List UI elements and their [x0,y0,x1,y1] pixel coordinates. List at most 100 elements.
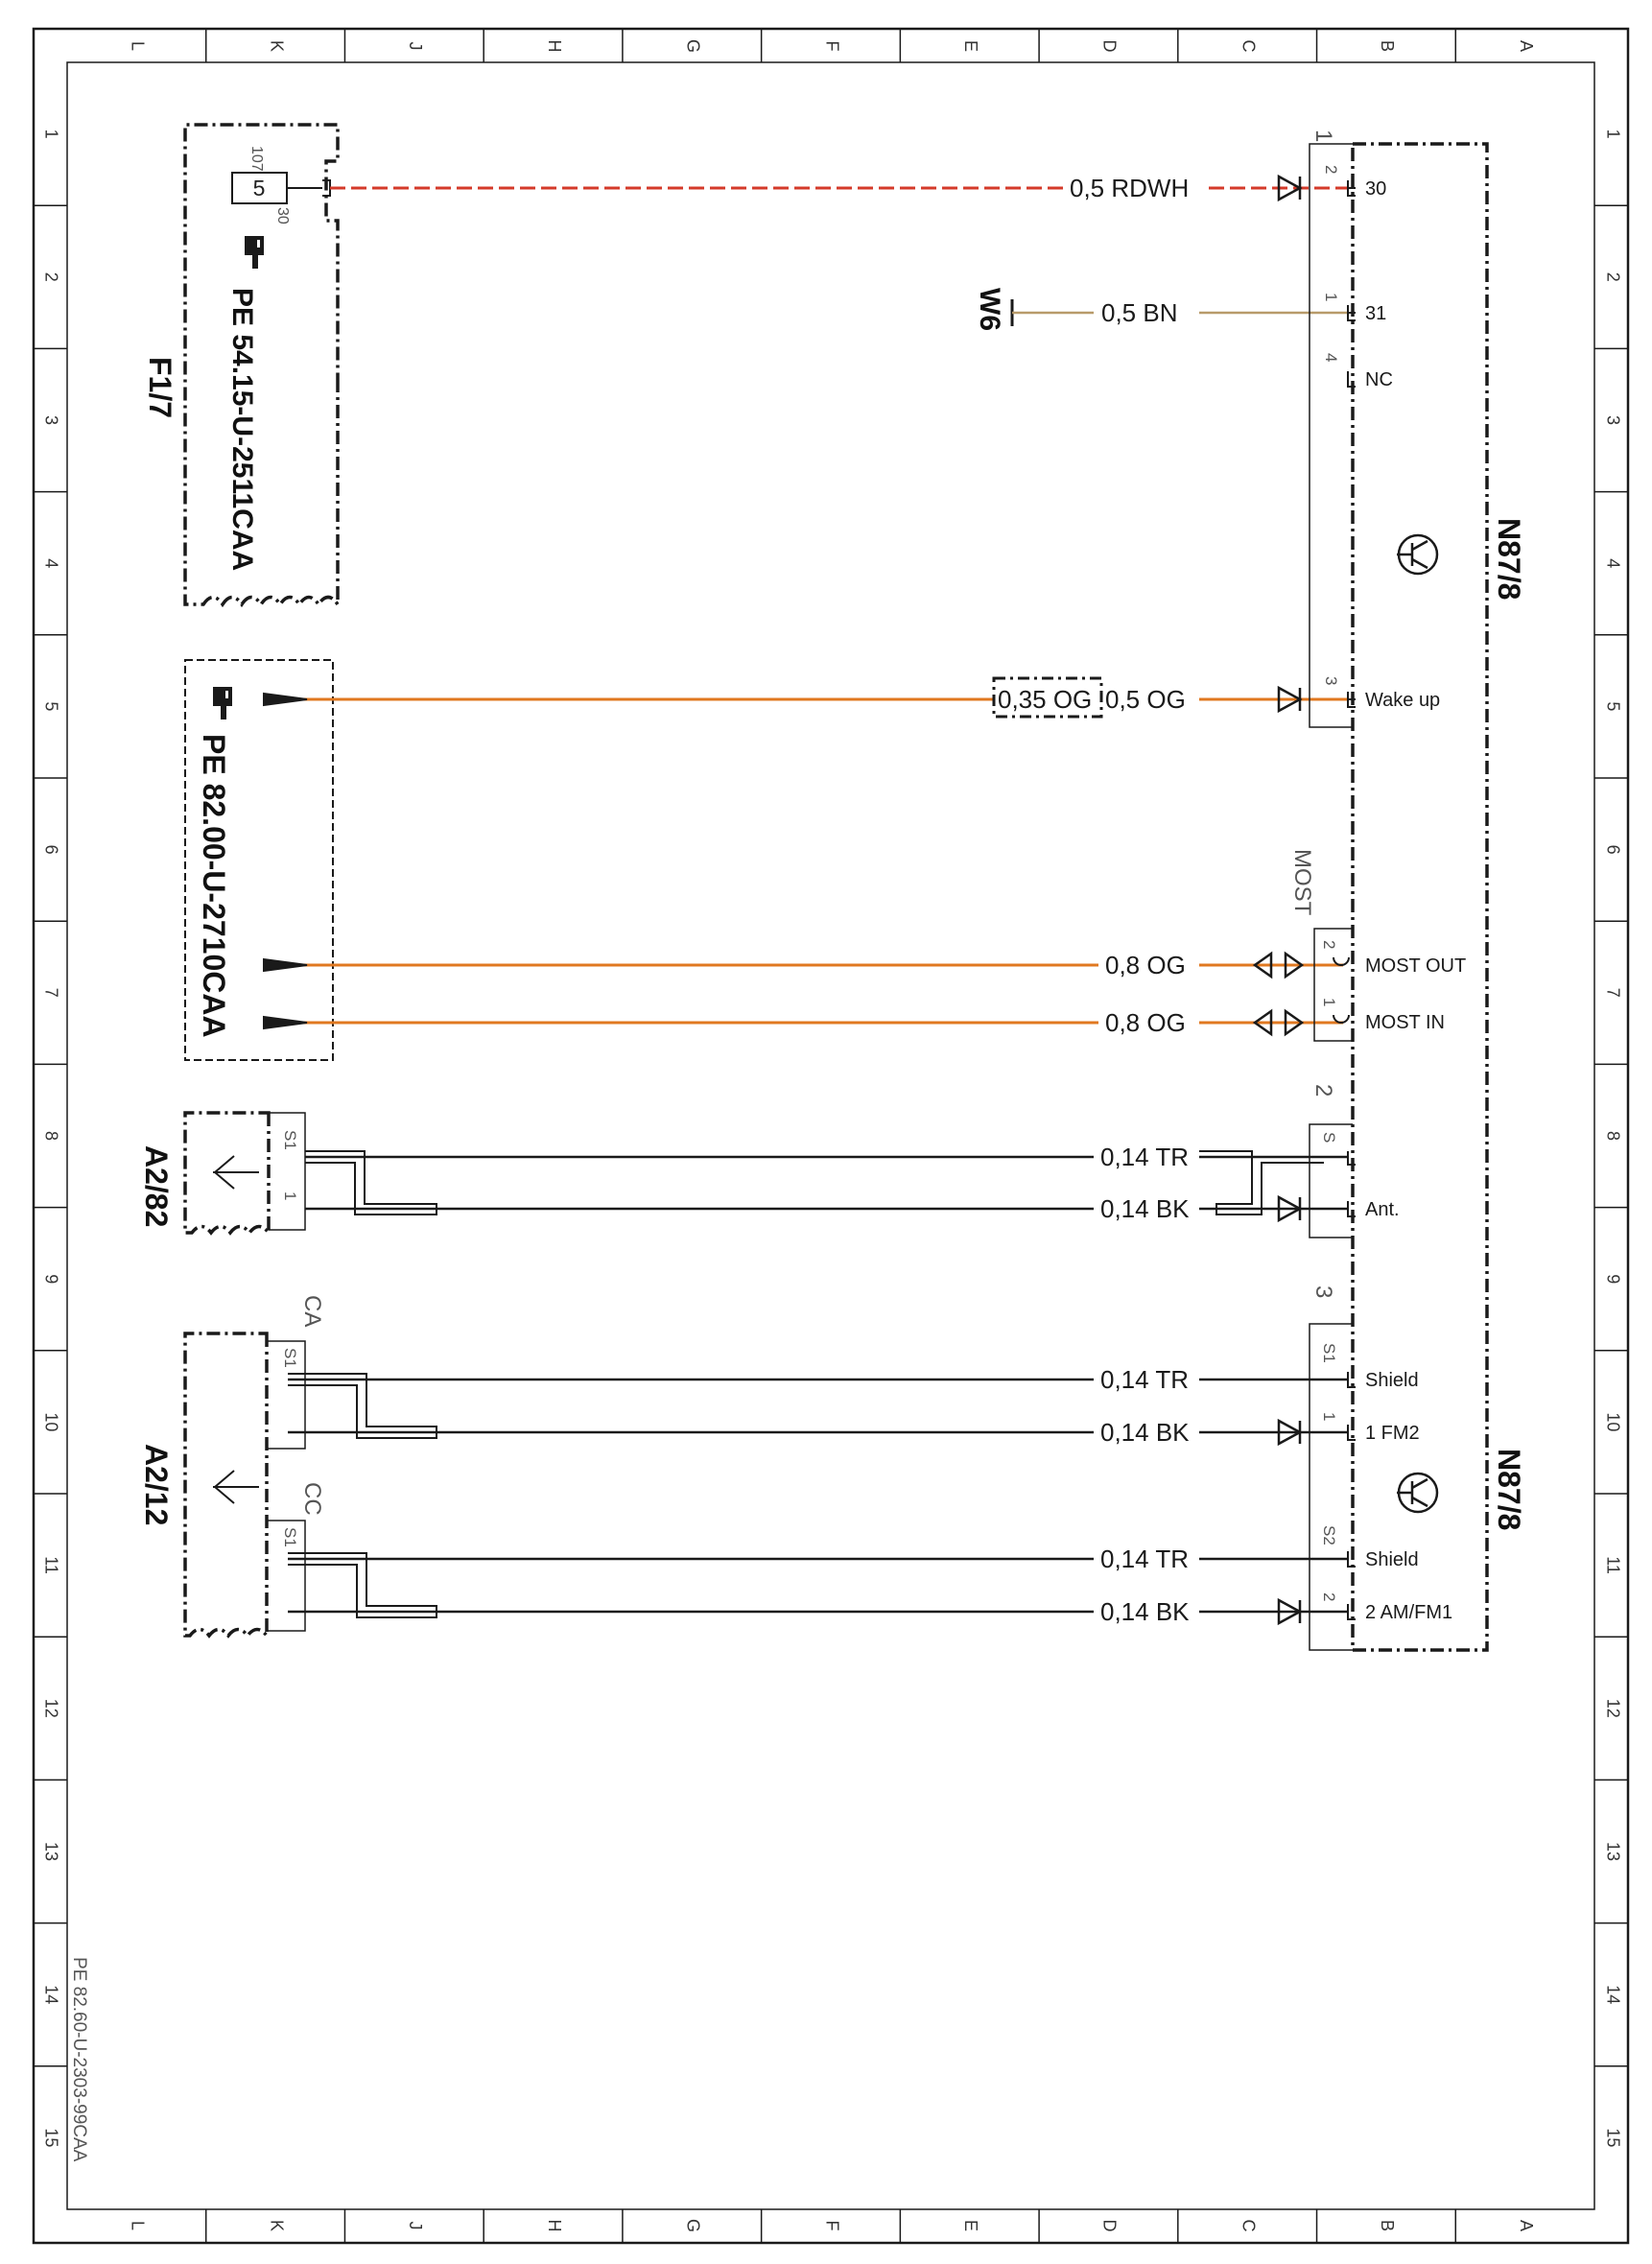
pointing-hand-icon [245,236,264,269]
pin-most-in-name: MOST IN [1365,1012,1445,1033]
row-label: 15 [1603,2128,1622,2147]
a2-12-connector-ca [267,1340,306,1450]
pin-shield1-number: S1 [1320,1343,1338,1363]
component-f1-7: 5 107 30 PE 54.15-U-2511CAA F1/7 [143,123,340,610]
column-label: F [822,2221,841,2231]
n87-8-label: N87/8 [1492,518,1526,600]
row-label: 14 [41,1985,60,2004]
a2-82-outline [183,1111,271,1238]
column-label: D [1100,2220,1120,2232]
a2-12-sub-cc: CC [299,1482,325,1516]
pin-shield1-name: Shield [1365,1370,1419,1391]
a2-82-label: A2/82 [139,1145,174,1227]
row-label: 11 [41,1556,60,1574]
row-label: 7 [41,988,60,998]
row-label: 6 [1603,845,1622,855]
a2-82-pin-s1: S1 [281,1130,299,1150]
reference-box-text: PE 82.00-U-2710CAA [197,734,231,1038]
row-label: 9 [41,1274,60,1284]
component-a2-12: CA CC S1 S1 A2/12 [139,1295,325,1641]
wire-label-am-bk: 0,14 BK [1100,1597,1190,1626]
pin-fm2-name: 1 FM2 [1365,1423,1420,1444]
wire-label-most-out: 0,8 OG [1105,951,1186,979]
pin-wake-name: Wake up [1365,690,1440,711]
antenna-icon [213,1155,259,1190]
column-label: E [961,2220,980,2231]
wire-label-wake-alt: 0,35 OG [998,685,1092,714]
connector-3 [1309,1323,1353,1651]
fuse-pin-top: 107 [248,146,265,172]
pin-31-number: 1 [1322,293,1340,301]
column-label: G [684,2219,703,2232]
f1-7-pin [287,179,331,197]
row-label: 14 [1603,1985,1622,2004]
column-label: B [1378,40,1397,52]
row-label: 1 [41,130,60,139]
wire-label-most-in: 0,8 OG [1105,1008,1186,1037]
column-label: K [267,40,286,52]
fuse-terminal-number: 5 [253,176,266,200]
row-label: 2 [1603,272,1622,282]
pin-nc-number: 4 [1322,353,1340,362]
wire-label-am-tr: 0,14 TR [1100,1545,1189,1573]
pin-most-out-number: 2 [1320,940,1338,949]
column-label: J [406,42,425,51]
wire-label-ant-tr: 0,14 TR [1100,1143,1189,1171]
row-label: 2 [41,272,60,282]
column-label: G [684,39,703,53]
connector-1 [1309,143,1353,728]
w6-label: W6 [974,288,1005,331]
connector-2 [1309,1123,1353,1238]
wire-label-30: 0,5 RDWH [1070,174,1189,202]
pin-arrows [1252,174,1305,1626]
wire-labels: 0,5 RDWH 0,5 BN 0,35 OG 0,5 OG 0,8 OG 0,… [992,174,1190,1626]
wire-label-31: 0,5 BN [1101,298,1178,327]
transistor-icon [1397,533,1439,576]
row-label: 13 [1603,1842,1622,1861]
pin-ant-shield-number: S [1320,1132,1338,1143]
pin-amfm1-number: 2 [1320,1592,1338,1601]
column-label: C [1239,2220,1258,2232]
pin-stubs [1333,180,1356,1620]
pin-shield2-name: Shield [1365,1549,1419,1570]
connector-3-number: 3 [1310,1285,1336,1298]
f1-7-outline [183,123,340,610]
row-label: 4 [41,558,60,568]
a2-12-sub-ca: CA [299,1295,325,1327]
column-label: J [406,2222,425,2230]
a2-12-pin-s: S1 [281,1527,299,1547]
row-label: 1 [1603,130,1622,139]
column-label: A [1517,40,1536,52]
ground-w6: W6 [974,288,1014,331]
row-label: 13 [41,1842,60,1861]
a2-12-label: A2/12 [139,1444,174,1525]
column-label: L [129,41,148,51]
column-label: E [961,40,980,52]
column-label: K [267,2220,286,2231]
connector-most-label: MOST [1289,849,1315,916]
pin-ant-name: Ant. [1365,1199,1400,1220]
sheet-reference: PE 82.60-U-2303-99CAA [69,1957,89,2162]
wires [288,186,1348,1614]
cable-shields [288,1150,1324,1618]
a2-82-pin-1: 1 [281,1191,299,1200]
row-label: 5 [1603,701,1622,711]
column-label: B [1378,2220,1397,2231]
row-label: 11 [1603,1556,1622,1574]
connector-1-number: 1 [1310,130,1336,142]
row-label: 15 [41,2128,60,2147]
pin-wake-number: 3 [1322,676,1340,685]
row-label: 4 [1603,558,1622,568]
n87-8-label-lower: N87/8 [1492,1449,1526,1530]
pin-30-name: 30 [1365,178,1386,200]
a2-12-connector-cc [267,1520,306,1632]
pin-most-out-name: MOST OUT [1365,955,1466,977]
a2-82-connector [269,1112,306,1231]
column-label: H [545,2220,564,2232]
row-label: 3 [41,415,60,425]
column-label: C [1239,40,1258,53]
column-label: H [545,40,564,53]
reference-box-82-00: PE 82.00-U-2710CAA [184,659,334,1061]
